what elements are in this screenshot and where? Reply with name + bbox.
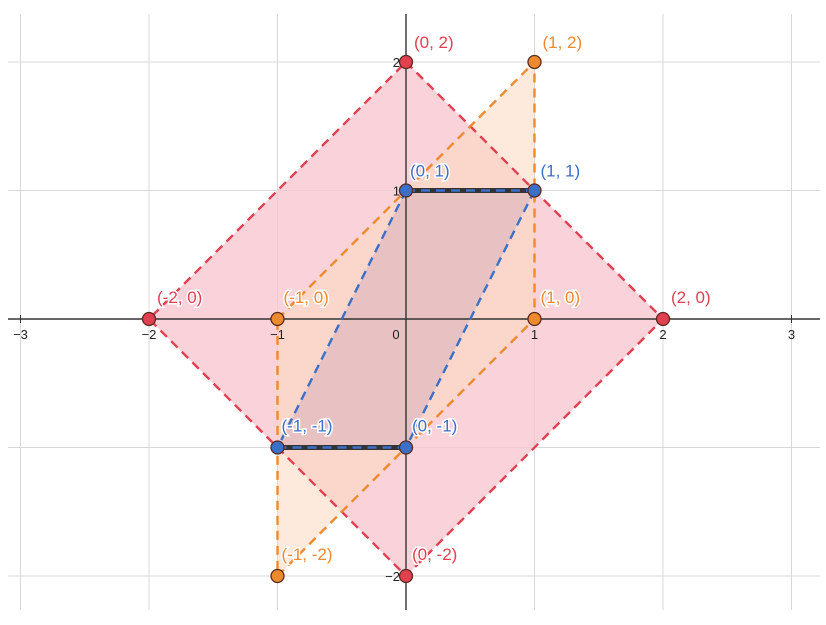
point-label: (1, 2) xyxy=(543,33,583,52)
point-label: (0, -2) xyxy=(412,545,457,564)
x-tick-label: 1 xyxy=(531,327,538,342)
point-label: (-1, -1) xyxy=(282,417,333,436)
x-tick-label: −1 xyxy=(270,327,285,342)
point-marker xyxy=(398,183,414,198)
x-tick-label: 0 xyxy=(392,327,399,342)
point-marker xyxy=(527,183,542,198)
point-label: (0, -1) xyxy=(412,417,457,436)
point-label: (2, 0) xyxy=(671,288,711,307)
y-tick-label: −2 xyxy=(385,569,400,584)
x-tick-label: 3 xyxy=(788,327,795,342)
point-marker xyxy=(270,440,285,455)
points xyxy=(141,54,671,584)
blue-right-edge xyxy=(404,189,536,449)
x-tick-label: −3 xyxy=(13,327,28,342)
point-label: (1, 1) xyxy=(541,162,581,181)
point-labels: (0, 2) (1, 2) (0, 1) (1, 1) (-2, 0) (-1, 0) (1… xyxy=(156,32,713,566)
point-label: (0, 1) xyxy=(410,162,450,181)
x-tick-label: −2 xyxy=(142,327,157,342)
x-tick-label: 2 xyxy=(659,327,666,342)
y-tick-label: 2 xyxy=(393,55,400,70)
blue-left-edge xyxy=(276,189,408,449)
point-marker xyxy=(527,54,542,70)
point-marker xyxy=(398,440,414,455)
point-marker xyxy=(527,311,542,327)
point-marker xyxy=(270,568,285,584)
point-label: (0, 2) xyxy=(414,33,454,52)
point-marker xyxy=(398,568,414,584)
point-label: (-1, -2) xyxy=(282,545,333,564)
point-marker xyxy=(398,54,414,70)
point-label: (1, 0) xyxy=(541,288,581,307)
point-marker xyxy=(141,311,157,327)
y-tick-label: 1 xyxy=(393,184,400,199)
point-label: (-1, 0) xyxy=(284,288,329,307)
point-marker xyxy=(270,311,285,327)
point-label: (-2, 0) xyxy=(157,288,202,307)
point-marker xyxy=(655,311,671,327)
